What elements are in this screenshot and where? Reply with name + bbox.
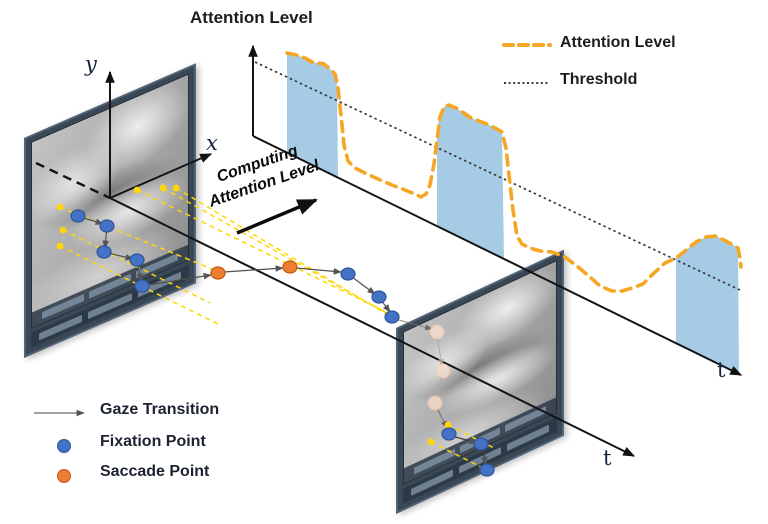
gaze-arrow-7: [295, 267, 342, 275]
scene-x-axis: [109, 153, 213, 199]
legend-saccade-sample: [57, 469, 71, 483]
legend-gaze-transition-label: Gaze Transition: [100, 401, 220, 418]
fixation-point-6: [340, 267, 356, 281]
t-axis-label-plot: t: [717, 358, 726, 382]
marker-dot-2: [159, 184, 167, 192]
attention-curve: [285, 51, 743, 293]
fixation-point-10: [473, 437, 489, 451]
attention-band-2: [437, 105, 504, 259]
fixation-point-1: [70, 209, 86, 223]
gaze-arrow-faded-1: [436, 334, 444, 367]
gaze-arrow-5: [147, 272, 212, 286]
fixation-point-4: [129, 253, 145, 267]
gaze-arrow-10: [394, 318, 433, 331]
saccade-point-2: [282, 260, 298, 274]
saccade-point-1: [210, 266, 226, 280]
transfer-line-2: [162, 187, 391, 316]
attention-axis-title: Attention Level: [190, 8, 313, 27]
transfer-line-1: [136, 189, 389, 314]
fixation-point-11: [479, 463, 495, 477]
fixation-point-9: [441, 427, 457, 441]
threshold-line: [254, 61, 741, 291]
legend-fixation-sample: [57, 439, 71, 453]
fixation-point-7: [371, 290, 387, 304]
transfer-line-3: [175, 187, 394, 319]
legend-saccade-point-label: Saccade Point: [100, 463, 210, 480]
marker-dot-1: [133, 186, 141, 194]
attention-t-axis: [252, 135, 743, 376]
fixation-point-2: [99, 219, 115, 233]
scene-t-axis: [109, 197, 636, 457]
gaze-arrow-8: [351, 276, 376, 295]
marker-dot-4: [56, 203, 64, 211]
scene-t-axis-hidden-segment: [35, 161, 111, 200]
marker-dot-5: [59, 226, 67, 234]
faded-point-1: [429, 324, 445, 340]
marker-dot-6: [56, 242, 64, 250]
t-axis-label-scene: t: [603, 446, 612, 470]
marker-dot-8: [427, 438, 435, 446]
legend-fixation-point-label: Fixation Point: [100, 433, 206, 450]
marker-dot-7: [444, 421, 452, 429]
fixation-point-8: [384, 310, 400, 324]
transfer-line-6: [59, 245, 219, 325]
fixation-point-5: [134, 279, 150, 293]
marker-dot-3: [172, 184, 180, 192]
gaze-arrow-6: [223, 265, 284, 273]
gaze-arrow-11: [451, 435, 478, 445]
x-axis-label: x: [206, 131, 218, 155]
attention-band-3: [676, 236, 739, 374]
fixation-point-3: [96, 245, 112, 259]
computing-arrow: [236, 198, 318, 235]
faded-point-2: [435, 363, 451, 379]
legend-threshold-label: Threshold: [560, 71, 638, 88]
faded-point-3: [427, 395, 443, 411]
legend-attention-level-label: Attention Level: [560, 34, 676, 51]
attention-band-1: [287, 53, 338, 179]
y-axis-label: y: [85, 52, 97, 76]
